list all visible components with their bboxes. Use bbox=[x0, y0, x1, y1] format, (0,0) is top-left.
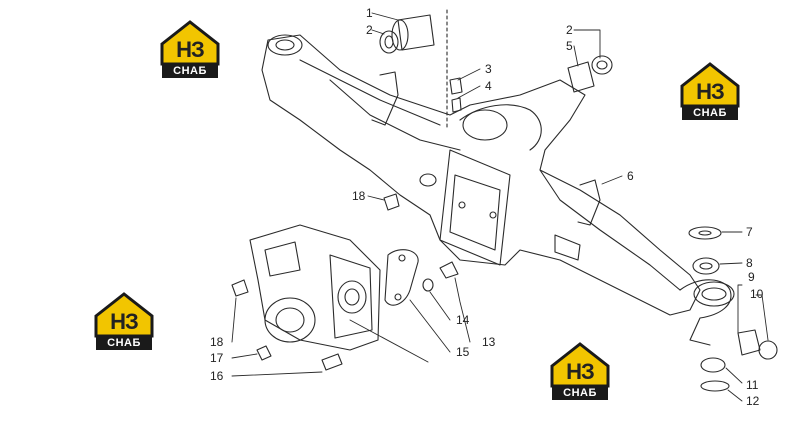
part-label-10: 10 bbox=[750, 287, 764, 301]
part-label-2: 2 bbox=[366, 23, 373, 37]
carrier-housing bbox=[249, 224, 381, 351]
bushing-10 bbox=[737, 329, 778, 360]
part-label-13: 13 bbox=[482, 335, 496, 349]
bolt-14 bbox=[422, 261, 459, 292]
part-label-9: 9 bbox=[748, 270, 755, 284]
leader-lines bbox=[231, 12, 769, 402]
brand-logo: НЗ СНАБ bbox=[92, 290, 156, 352]
part-label-8: 8 bbox=[746, 256, 753, 270]
part-label-18: 18 bbox=[352, 189, 366, 203]
clamp-15 bbox=[384, 249, 419, 306]
part-label-14: 14 bbox=[456, 313, 470, 327]
part-label-5: 5 bbox=[566, 39, 573, 53]
part-label-18: 18 bbox=[210, 335, 224, 349]
part-label-11: 11 bbox=[746, 378, 759, 392]
washer-8 bbox=[692, 257, 720, 275]
bushing-top-left bbox=[379, 14, 435, 54]
part-label-4: 4 bbox=[485, 79, 492, 93]
part-label-12: 12 bbox=[746, 394, 760, 408]
bushing-top-right bbox=[567, 55, 613, 93]
pin-16 bbox=[321, 353, 343, 371]
part-label-17: 17 bbox=[210, 351, 224, 365]
washer-7 bbox=[688, 226, 722, 240]
bolt-18-upper bbox=[383, 193, 400, 211]
part-label-7: 7 bbox=[746, 225, 753, 239]
part-label-1: 1 bbox=[366, 6, 373, 20]
grease-fitting bbox=[449, 77, 463, 113]
washer-12 bbox=[700, 380, 730, 392]
part-label-6: 6 bbox=[627, 169, 634, 183]
brand-logo: НЗ СНАБ bbox=[548, 340, 612, 402]
plug-17 bbox=[256, 345, 272, 361]
axle-housing bbox=[261, 34, 735, 346]
part-label-2: 2 bbox=[566, 23, 573, 37]
washer-11 bbox=[700, 357, 726, 373]
bolt-18-lower bbox=[231, 279, 249, 297]
brand-logo: НЗ СНАБ bbox=[158, 18, 222, 80]
part-label-15: 15 bbox=[456, 345, 470, 359]
part-label-16: 16 bbox=[210, 369, 224, 383]
brand-logo: НЗ СНАБ bbox=[678, 60, 742, 122]
part-label-3: 3 bbox=[485, 62, 492, 76]
